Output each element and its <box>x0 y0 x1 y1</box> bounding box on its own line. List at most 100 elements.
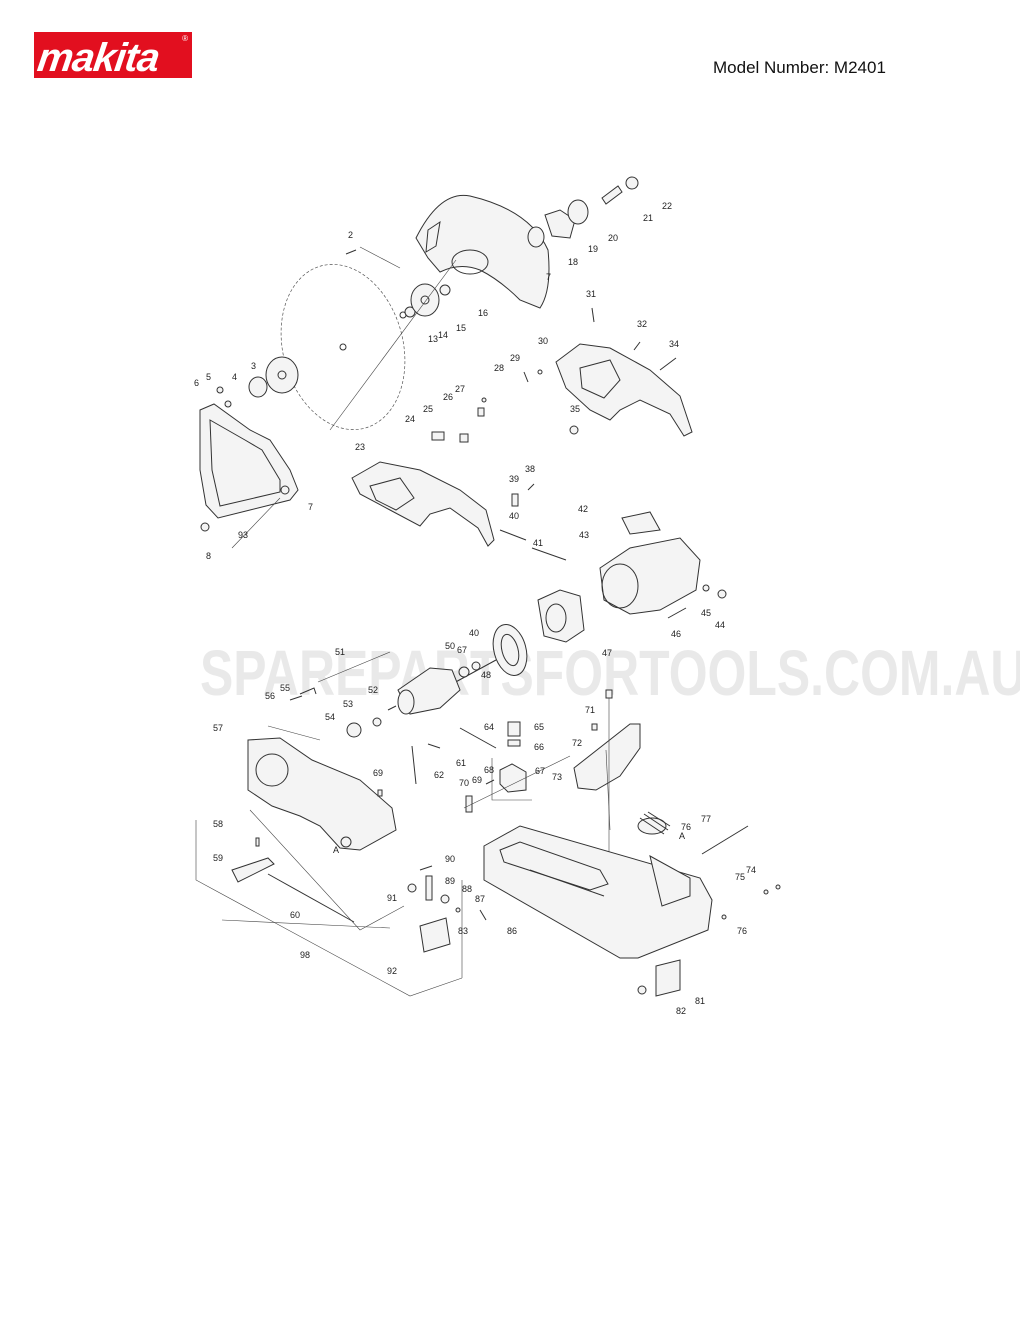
callout: 7 <box>308 502 313 512</box>
callout: 19 <box>588 244 598 254</box>
callout: 81 <box>695 996 705 1006</box>
callout: 51 <box>335 647 345 657</box>
callout: 6 <box>194 378 199 388</box>
callout: 38 <box>525 464 535 474</box>
callout: 57 <box>213 723 223 733</box>
callout: 55 <box>280 683 290 693</box>
shafts <box>499 529 567 561</box>
callout: 62 <box>434 770 444 780</box>
callout-labels: 2 3 4 5 6 7 7 8 93 13 14 15 16 18 19 20 … <box>194 201 756 1016</box>
side-guard <box>199 386 299 532</box>
callout: 20 <box>608 233 618 243</box>
callout: 22 <box>662 201 672 211</box>
callout: 44 <box>715 620 725 630</box>
callout: 16 <box>478 308 488 318</box>
callout: 82 <box>676 1006 686 1016</box>
armature <box>289 661 481 738</box>
callout: 93 <box>238 530 248 540</box>
callout: 28 <box>494 363 504 373</box>
callout: 69 <box>373 768 383 778</box>
callout: 29 <box>510 353 520 363</box>
support-bracket <box>573 689 641 880</box>
callout: 48 <box>481 670 491 680</box>
callout: 67 <box>457 645 467 655</box>
callout: 31 <box>586 289 596 299</box>
flange-parts <box>248 249 451 398</box>
callout: 72 <box>572 738 582 748</box>
callout: 77 <box>701 814 711 824</box>
callout: 59 <box>213 853 223 863</box>
callout: 26 <box>443 392 453 402</box>
vise-parts <box>231 837 487 953</box>
callout: 3 <box>251 361 256 371</box>
saw-blade <box>280 264 406 430</box>
callout: 41 <box>533 538 543 548</box>
gear-housing <box>247 737 397 851</box>
field-stator <box>451 589 585 685</box>
base <box>483 825 713 959</box>
callout: 71 <box>585 705 595 715</box>
lock-parts <box>411 721 527 813</box>
assembly-lines <box>195 246 611 997</box>
callout: 87 <box>475 894 485 904</box>
callout: 24 <box>405 414 415 424</box>
callout: 50 <box>445 641 455 651</box>
makita-logo: makita ® <box>34 32 192 78</box>
callout: 68 <box>484 765 494 775</box>
callout: 64 <box>484 722 494 732</box>
callout: 83 <box>458 926 468 936</box>
callout: 18 <box>568 257 578 267</box>
callout: A <box>333 845 339 855</box>
callout: 52 <box>368 685 378 695</box>
callout: 65 <box>534 722 544 732</box>
callout: 90 <box>445 854 455 864</box>
guard-plate <box>637 959 681 997</box>
callout: 21 <box>643 213 653 223</box>
callout: 2 <box>348 230 353 240</box>
callout: 40 <box>509 511 519 521</box>
registered-mark: ® <box>182 34 188 43</box>
callout: 47 <box>602 648 612 658</box>
callout: 61 <box>456 758 466 768</box>
callout: 74 <box>746 865 756 875</box>
callout: 75 <box>735 872 745 882</box>
callout: 92 <box>387 966 397 976</box>
callout: 5 <box>206 372 211 382</box>
callout: 14 <box>438 330 448 340</box>
callout: 89 <box>445 876 455 886</box>
callout: 27 <box>455 384 465 394</box>
callout: 32 <box>637 319 647 329</box>
callout: 15 <box>456 323 466 333</box>
callout: 7 <box>546 272 551 282</box>
callout: 58 <box>213 819 223 829</box>
callout: 54 <box>325 712 335 722</box>
callout: 69 <box>472 775 482 785</box>
callout: 30 <box>538 336 548 346</box>
callout: 98 <box>300 950 310 960</box>
callout: 73 <box>552 772 562 782</box>
callout: 43 <box>579 530 589 540</box>
callout: 42 <box>578 504 588 514</box>
callout: 25 <box>423 404 433 414</box>
callout: 56 <box>265 691 275 701</box>
callout: 23 <box>355 442 365 452</box>
callout: 35 <box>570 404 580 414</box>
callout: 4 <box>232 372 237 382</box>
callout: 86 <box>507 926 517 936</box>
callout: 53 <box>343 699 353 709</box>
callout: 70 <box>459 778 469 788</box>
upper-handle <box>555 307 693 437</box>
callout: 66 <box>534 742 544 752</box>
callout: 88 <box>462 884 472 894</box>
callout: 39 <box>509 474 519 484</box>
spring-and-shaft <box>637 811 781 920</box>
handle-housing <box>351 461 535 547</box>
switch-parts <box>431 369 543 443</box>
callout: 34 <box>669 339 679 349</box>
callout: 46 <box>671 629 681 639</box>
callout: A <box>679 831 685 841</box>
callout: 8 <box>206 551 211 561</box>
callout: 40 <box>469 628 479 638</box>
callout: 45 <box>701 608 711 618</box>
